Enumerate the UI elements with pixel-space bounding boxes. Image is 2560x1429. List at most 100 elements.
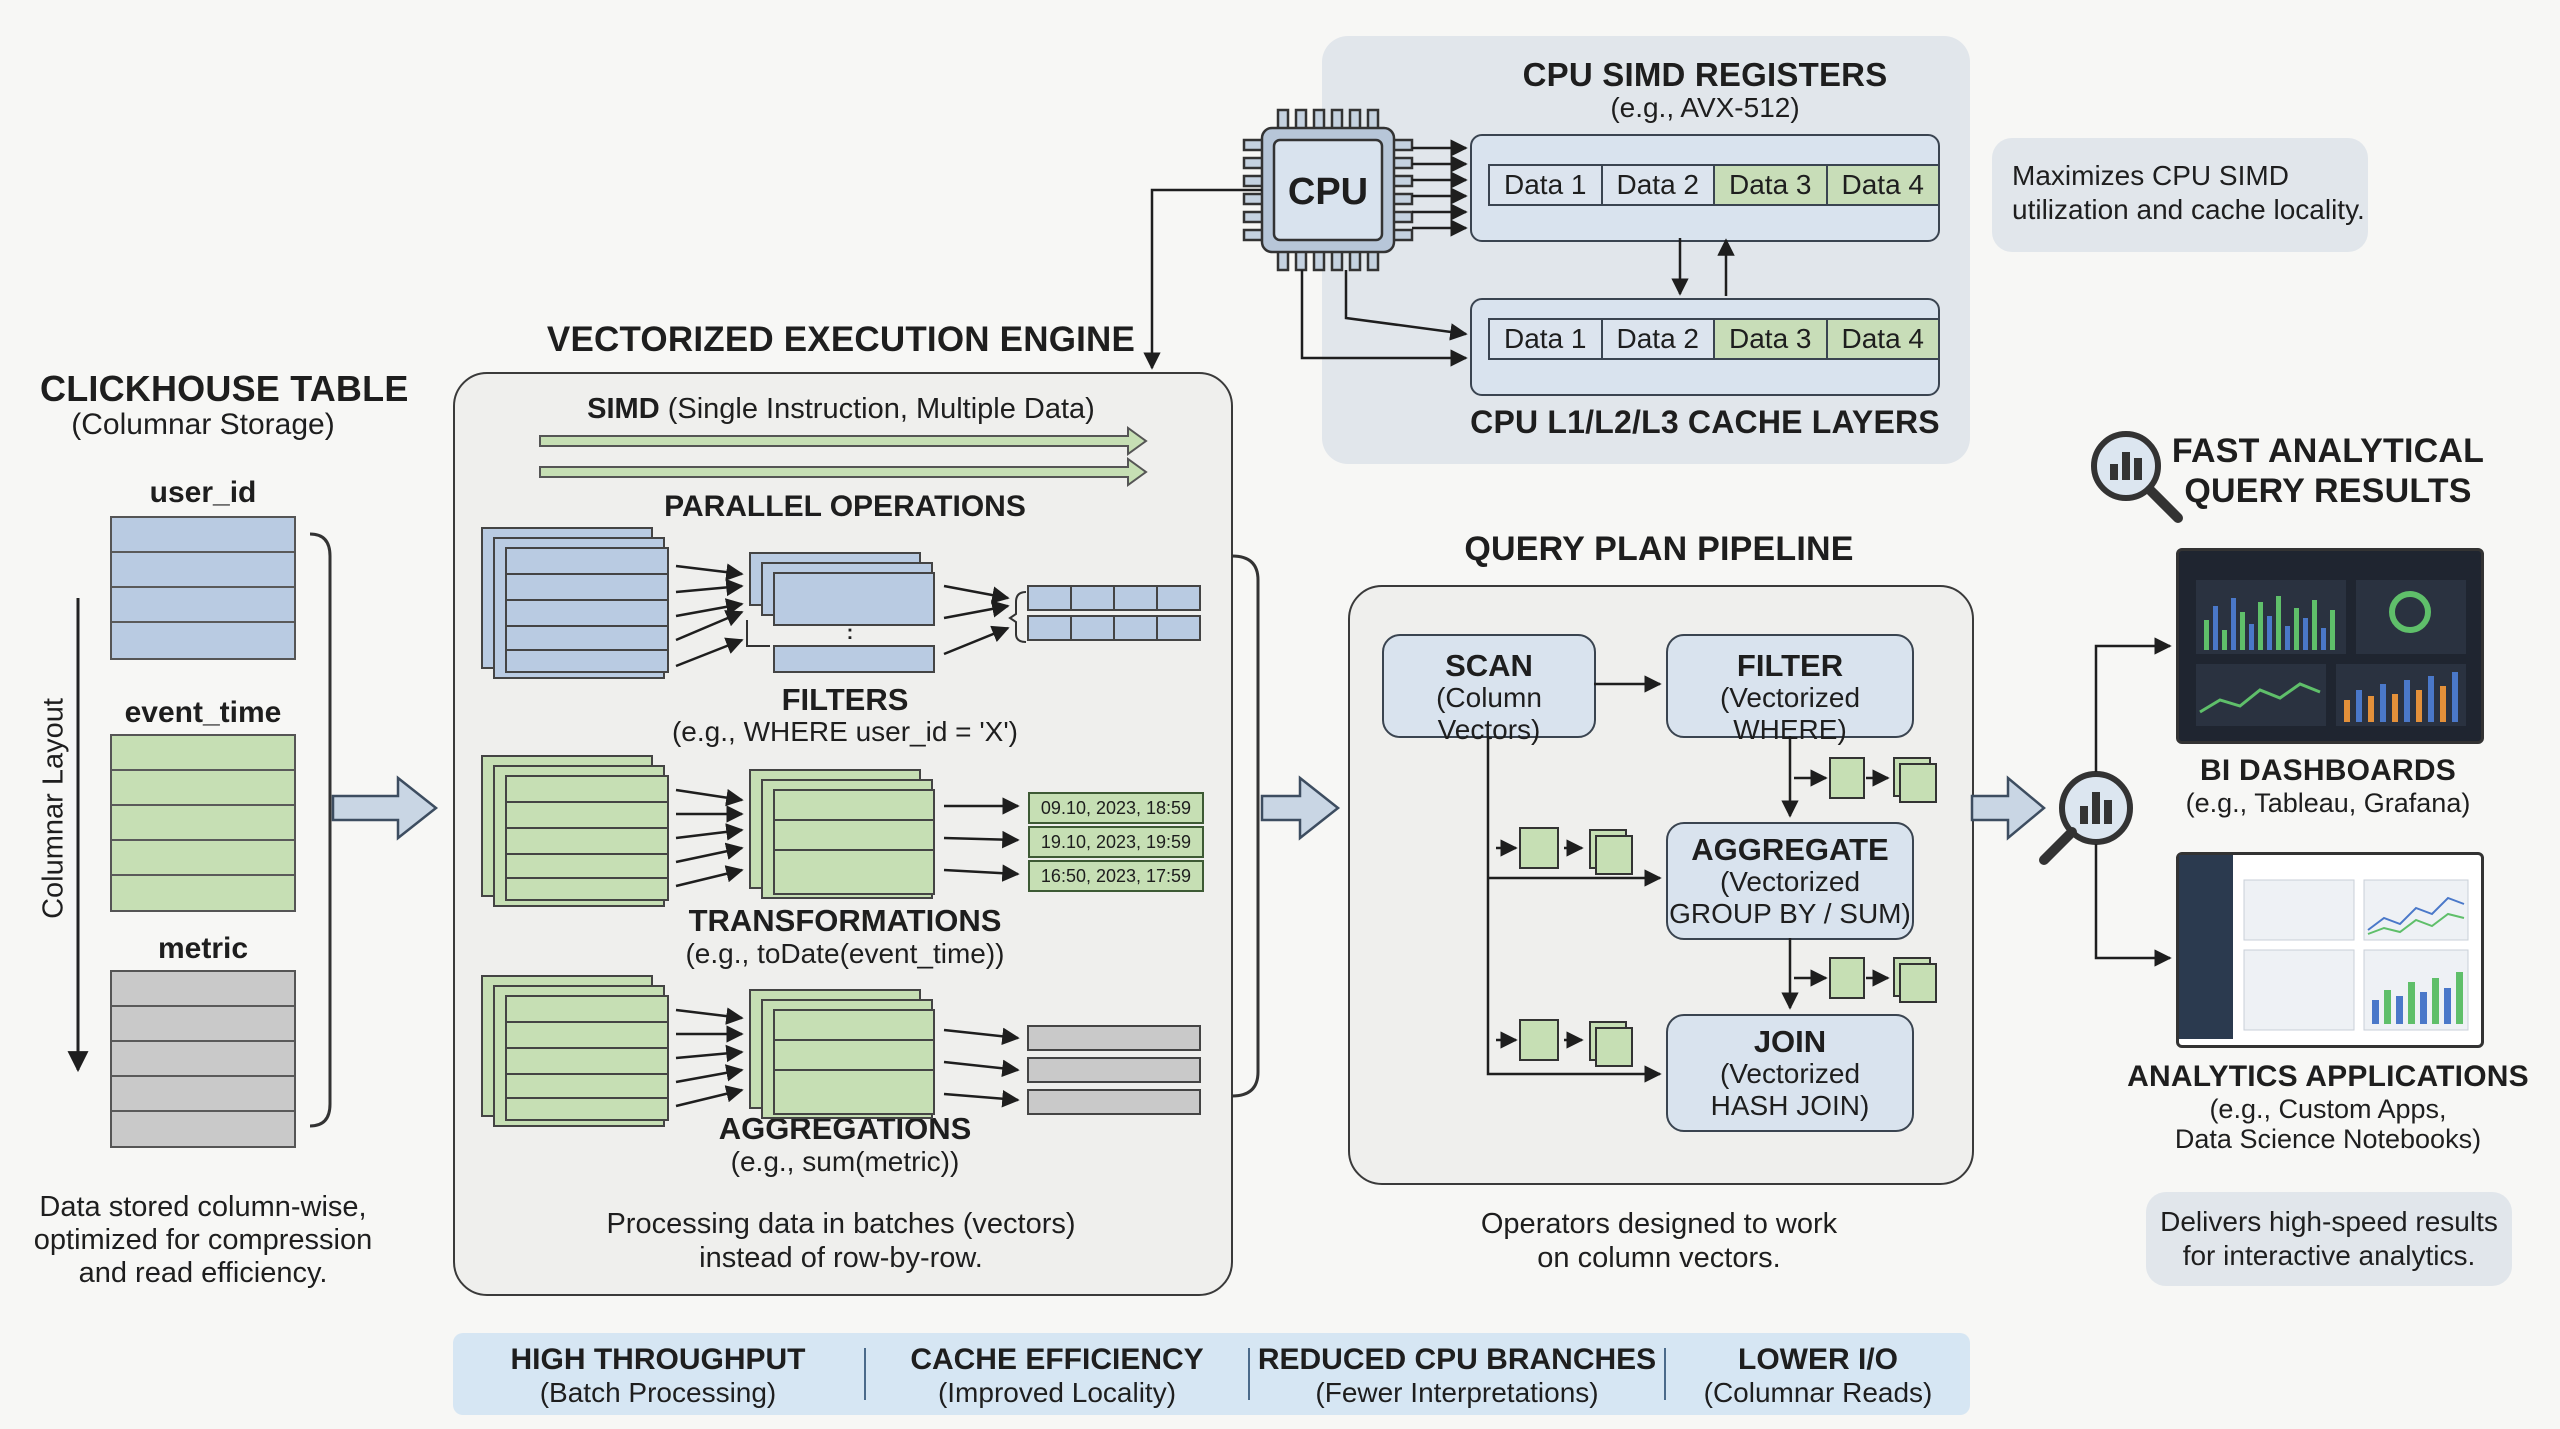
- node-scan-sub: (Column Vectors): [1436, 682, 1542, 745]
- analytics-apps-title: ANALYTICS APPLICATIONS: [2127, 1060, 2529, 1093]
- table-title: CLICKHOUSE TABLE: [40, 368, 409, 409]
- cpu-chip-label: CPU: [1288, 171, 1368, 213]
- simd-rest: (Single Instruction, Multiple Data): [659, 393, 1095, 425]
- filters-title: FILTERS: [781, 682, 909, 717]
- block-arrow-table-to-engine: [331, 775, 439, 841]
- magnifier-icon-title: [2091, 431, 2183, 523]
- magnifier-icon-flow: [2039, 771, 2133, 865]
- node-aggregate-sub-2: GROUP BY / SUM): [1669, 898, 1911, 929]
- cpu-callout-line-2: utilization and cache locality.: [2012, 194, 2365, 225]
- filter-input-stack: [481, 527, 669, 679]
- agg-input-stack: [481, 975, 669, 1127]
- transformations-example: (e.g., toDate(event_time)): [685, 938, 1005, 969]
- cache-line: Data 1 Data 2 Data 3 Data 4: [1488, 318, 1940, 360]
- table-note-line-3: and read efficiency.: [78, 1257, 328, 1289]
- agg-output-rows: [1027, 1025, 1201, 1115]
- simd-label: SIMD (Single Instruction, Multiple Data): [453, 393, 1229, 426]
- register-cell-1: Data 1: [1490, 166, 1603, 204]
- simd-arrow-1: [539, 426, 1148, 456]
- benefits-banner: [453, 1333, 1970, 1415]
- cache-cell-1: Data 1: [1490, 320, 1603, 358]
- table-note-line-2: optimized for compression: [33, 1224, 373, 1256]
- node-filter-title: FILTER: [1736, 648, 1844, 683]
- node-aggregate-title: AGGREGATE: [1691, 832, 1889, 867]
- transform-output-2: 19.10, 2023, 19:59: [1028, 826, 1204, 858]
- benefit-reduced-branches: REDUCED CPU BRANCHES (Fewer Interpretati…: [1250, 1333, 1664, 1415]
- table-note-line-1: Data stored column-wise,: [39, 1191, 367, 1223]
- pipeline-vector-icons: [1519, 757, 1937, 1067]
- analytics-apps-subtitle-1: (e.g., Custom Apps,: [2209, 1094, 2447, 1124]
- engine-bracket: [1231, 554, 1260, 1098]
- benefit-reduced-branches-sub: (Fewer Interpretations): [1315, 1377, 1599, 1408]
- pipeline-note-line-2: on column vectors.: [1537, 1242, 1781, 1274]
- results-callout-line-1: Delivers high-speed results: [2160, 1206, 2498, 1237]
- column-metric: [110, 970, 296, 1148]
- node-join-sub-1: (Vectorized: [1719, 1058, 1861, 1089]
- benefit-high-throughput: HIGH THROUGHPUT (Batch Processing): [453, 1333, 863, 1415]
- transformations-title: TRANSFORMATIONS: [688, 903, 1002, 938]
- analytics-app-sidebar: [2179, 855, 2233, 1039]
- column-event-time: [110, 734, 296, 912]
- filter-drop-connector: [746, 620, 770, 647]
- filters-example: (e.g., WHERE user_id = 'X'): [671, 716, 1019, 747]
- results-title-line-1: FAST ANALYTICAL: [2171, 432, 2485, 470]
- register-cell-4: Data 4: [1827, 166, 1938, 204]
- parallel-operations-label: PARALLEL OPERATIONS: [664, 490, 1026, 523]
- benefit-cache-efficiency: CACHE EFFICIENCY (Improved Locality): [866, 1333, 1248, 1415]
- transform-input-stack: [481, 755, 669, 907]
- benefit-lower-io-sub: (Columnar Reads): [1703, 1377, 1933, 1408]
- results-title-line-2: QUERY RESULTS: [2184, 472, 2472, 510]
- cpu-arrows: [1143, 139, 1735, 370]
- benefit-cache-efficiency-sub: (Improved Locality): [937, 1377, 1177, 1408]
- column-user-id: [110, 516, 296, 660]
- node-aggregate: AGGREGATE (Vectorized GROUP BY / SUM): [1666, 822, 1914, 940]
- benefit-reduced-branches-title: REDUCED CPU BRANCHES: [1257, 1343, 1657, 1376]
- cache-cell-3: Data 3: [1715, 320, 1828, 358]
- node-join-title: JOIN: [1753, 1024, 1827, 1059]
- block-arrow-engine-to-pipeline: [1260, 775, 1341, 841]
- simd-bold: SIMD: [587, 393, 660, 425]
- analytics-apps-subtitle-2: Data Science Notebooks): [2174, 1124, 2482, 1154]
- column-label-user-id: user_id: [149, 476, 257, 509]
- simd-register: Data 1 Data 2 Data 3 Data 4: [1488, 164, 1940, 206]
- filter-output-rows: [1027, 585, 1201, 641]
- table-subtitle: (Columnar Storage): [71, 408, 335, 441]
- bi-dashboard-chart-bars: [2196, 580, 2466, 726]
- column-label-event-time: event_time: [124, 696, 282, 729]
- simd-arrow-2: [539, 457, 1148, 487]
- simd-registers-title: CPU SIMD REGISTERS: [1522, 56, 1888, 93]
- benefit-lower-io: LOWER I/O (Columnar Reads): [1666, 1333, 1970, 1415]
- cache-cell-4: Data 4: [1827, 320, 1938, 358]
- bi-dashboards-title: BI DASHBOARDS: [2200, 754, 2456, 787]
- pipeline-note-line-1: Operators designed to work: [1480, 1208, 1838, 1240]
- register-cell-3: Data 3: [1715, 166, 1828, 204]
- transform-mid-stack: [749, 769, 935, 899]
- benefit-high-throughput-sub: (Batch Processing): [539, 1377, 777, 1408]
- node-scan-title: SCAN: [1445, 648, 1533, 683]
- analytics-app-content: [2243, 879, 2469, 1031]
- register-cell-2: Data 2: [1603, 166, 1715, 204]
- benefit-cache-efficiency-title: CACHE EFFICIENCY: [910, 1343, 1204, 1376]
- column-label-metric: metric: [157, 932, 249, 965]
- table-bracket: [309, 532, 332, 1128]
- filter-small-bracket: [1008, 591, 1027, 643]
- filter-mid-stack: [749, 552, 935, 673]
- node-aggregate-sub-1: (Vectorized: [1719, 866, 1861, 897]
- node-join: JOIN (Vectorized HASH JOIN): [1666, 1014, 1914, 1132]
- benefit-high-throughput-title: HIGH THROUGHPUT: [510, 1343, 806, 1376]
- cpu-callout: [1992, 138, 2368, 252]
- engine-note-line-2: instead of row-by-row.: [699, 1242, 983, 1274]
- results-callout-line-2: for interactive analytics.: [2182, 1240, 2476, 1271]
- aggregations-example: (e.g., sum(metric)): [730, 1146, 960, 1177]
- agg-mid-stack: [749, 989, 935, 1119]
- engine-flow-arrows: [675, 563, 1020, 1108]
- engine-note-line-1: Processing data in batches (vectors): [606, 1208, 1076, 1240]
- results-arrows: [2094, 637, 2172, 967]
- transform-output-3: 16:50, 2023, 17:59: [1028, 860, 1204, 892]
- engine-title: VECTORIZED EXECUTION ENGINE: [546, 320, 1136, 359]
- filter-ellipsis: :: [846, 622, 854, 644]
- node-join-sub-2: HASH JOIN): [1710, 1090, 1870, 1121]
- node-filter: FILTER (Vectorized WHERE): [1666, 634, 1914, 745]
- cpu-chip: [1242, 108, 1414, 272]
